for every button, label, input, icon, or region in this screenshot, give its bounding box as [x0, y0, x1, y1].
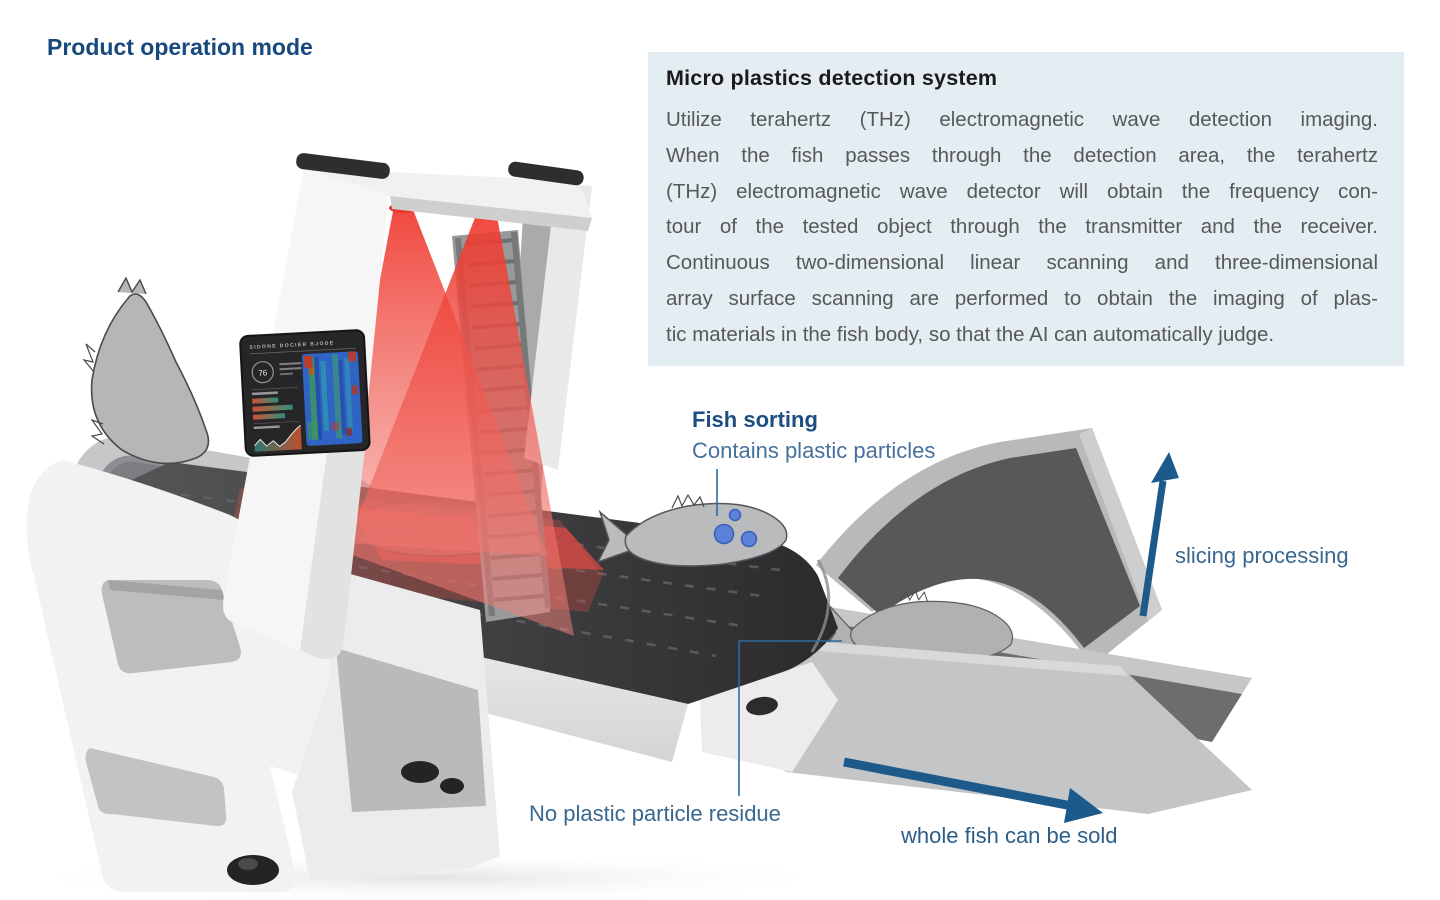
info-line: Utilize terahertz (THz) electromagnetic …: [666, 108, 1378, 131]
screen-gauge: [251, 361, 274, 384]
screen-header-text: SIDONE DOCIER BJODE: [249, 340, 334, 350]
scanner-gantry: [223, 153, 592, 660]
plastic-particle: [713, 523, 735, 545]
page-title: Product operation mode: [47, 34, 313, 60]
info-line: Continuous two-dimensional linear scanni…: [666, 251, 1378, 275]
slicing-processing-label: slicing processing: [1175, 543, 1349, 568]
falling-fish: [82, 276, 210, 465]
screen-bar: [252, 404, 293, 412]
screen-line-chart: [254, 424, 302, 452]
slicing-ramp: [816, 428, 1162, 666]
fish-sorting-label: Fish sorting: [692, 407, 818, 432]
info-box: Micro plastics detection system Utilize …: [648, 52, 1404, 366]
plastic-particle: [740, 530, 758, 548]
info-line: tic materials in the fish body, so that …: [666, 322, 1275, 346]
whole-fish-chute: [718, 589, 1252, 814]
screen-heatmap: [302, 351, 363, 446]
no-plastic-connector: [738, 640, 842, 796]
screen-bar: [252, 397, 279, 404]
no-plastic-residue-label: No plastic particle residue: [529, 801, 781, 826]
gantry-cap-right: [508, 161, 584, 186]
slicing-arrow: [1139, 452, 1179, 617]
gantry-right-pillar: [524, 182, 592, 470]
annotations: [716, 452, 1179, 823]
screen-bar: [252, 413, 286, 420]
clean-fish: [822, 589, 1014, 664]
whole-fish-sold-label: whole fish can be sold: [901, 823, 1118, 848]
svg-text:76: 76: [258, 368, 268, 377]
right-leg: [700, 662, 838, 772]
contains-plastic-label: Contains plastic particles: [692, 438, 936, 463]
info-line: When the fish passes through the detecti…: [666, 143, 1378, 167]
whole-fish-arrow: [843, 757, 1103, 823]
fish-with-particles: [596, 493, 788, 567]
info-line: array surface scanning are performed to …: [666, 286, 1378, 310]
gantry-cap-left: [296, 153, 390, 179]
info-line: (THz) electromagnetic wave detector will…: [666, 179, 1378, 203]
info-box-heading: Micro plastics detection system: [666, 66, 998, 90]
gantry-top-beam: [304, 168, 592, 218]
info-box-body: Utilize terahertz (THz) electromagnetic …: [666, 102, 1378, 353]
display-screen: SIDONE DOCIER BJODE 76: [239, 329, 371, 457]
info-line: tour of the tested object through the tr…: [666, 215, 1378, 239]
plastic-particle: [728, 508, 742, 522]
